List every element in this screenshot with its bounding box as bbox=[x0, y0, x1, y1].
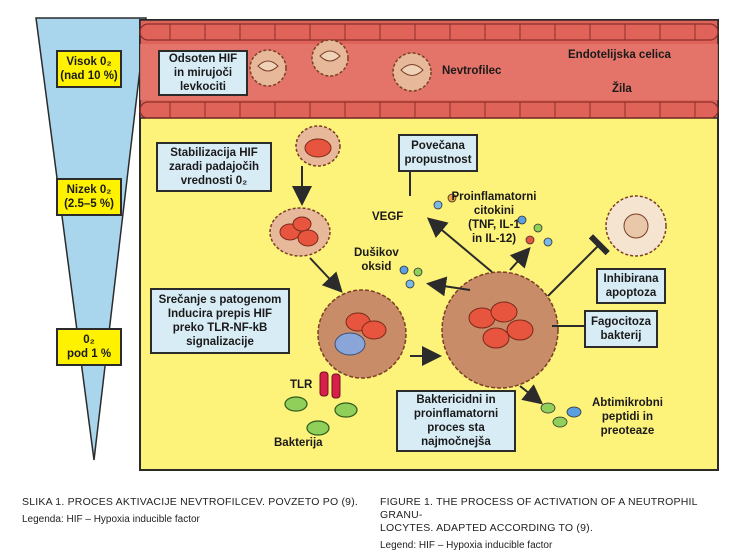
pathogen-encounter-box: Srečanje s patogenom Inducira prepis HIF… bbox=[150, 288, 290, 354]
caption-slovene-legend: Legenda: HIF – Hypoxia inducible factor bbox=[22, 514, 200, 525]
permeability-box: Povečana propustnost bbox=[398, 134, 478, 172]
endothelial-wall bbox=[139, 23, 719, 119]
hif-stabilization-box: Stabilizacija HIF zaradi padajočih vredn… bbox=[156, 142, 272, 192]
process-arrows bbox=[292, 146, 610, 405]
oxygen-gradient-wedge bbox=[35, 17, 147, 461]
antimicrobial-label: Abtimikrobni peptidi in preoteaze bbox=[592, 397, 663, 437]
resting-neutrophil bbox=[249, 49, 287, 87]
neutrophil-label: Nevtrofilec bbox=[442, 65, 502, 77]
diagram: Visok 0₂ (nad 10 %) Nizek 0₂ (2.5–5 %) 0… bbox=[35, 17, 719, 471]
endothelial-cell-segments bbox=[169, 24, 696, 118]
hif-stabilized-neutrophil bbox=[269, 207, 331, 257]
caption-english: FIGURE 1. THE PROCESS OF ACTIVATION OF A… bbox=[380, 496, 730, 552]
hif-absent-box: Odsoten HIF in mirujoči levkociti bbox=[158, 50, 248, 96]
tlr-label: TLR bbox=[290, 379, 313, 391]
cytokines-label: Proinflamatorni citokini (TNF, IL-1 in I… bbox=[451, 191, 537, 245]
oxygen-very-low-label: 0₂ pod 1 % bbox=[56, 328, 122, 366]
resting-neutrophil bbox=[311, 39, 349, 77]
vessel-label: Žila bbox=[612, 83, 632, 95]
tlr-receptor bbox=[319, 371, 341, 399]
bacteria-group bbox=[284, 396, 358, 436]
endothelial-label: Endotelijska celica bbox=[568, 49, 671, 61]
bacteria-label: Bakterija bbox=[274, 437, 323, 449]
caption-english-title-line2: LOCYTES. ADAPTED ACCORDING TO (9). bbox=[380, 522, 593, 534]
caption-english-title-line1: FIGURE 1. THE PROCESS OF ACTIVATION OF A… bbox=[380, 496, 698, 521]
caption-english-legend: Legend: HIF – Hypoxia inducible factor bbox=[380, 540, 553, 551]
apoptosis-box: Inhibirana apoptoza bbox=[596, 268, 666, 304]
transmigrating-neutrophil bbox=[295, 125, 341, 167]
pathogen-encounter-neutrophil bbox=[317, 289, 407, 379]
phagocytosis-box: Fagocitoza bakterij bbox=[584, 310, 658, 348]
cytokine-molecules bbox=[399, 193, 553, 289]
caption-slovene: SLIKA 1. PROCES AKTIVACIJE NEVTROFILCEV.… bbox=[22, 496, 362, 526]
bactericidal-box: Baktericidni in proinflamatorni proces s… bbox=[396, 390, 516, 452]
vegf-label: VEGF bbox=[372, 211, 404, 223]
oxygen-low-label: Nizek 0₂ (2.5–5 %) bbox=[56, 178, 122, 216]
antimicrobial-peptides bbox=[540, 402, 582, 428]
caption-slovene-title: SLIKA 1. PROCES AKTIVACIJE NEVTROFILCEV.… bbox=[22, 496, 359, 508]
apoptotic-cell bbox=[605, 195, 667, 257]
nitric-oxide-label: Dušikov oksid bbox=[354, 247, 399, 273]
activated-neutrophil bbox=[441, 271, 559, 389]
oxygen-high-label: Visok 0₂ (nad 10 %) bbox=[56, 50, 122, 88]
neutrophil-cell bbox=[392, 52, 432, 92]
